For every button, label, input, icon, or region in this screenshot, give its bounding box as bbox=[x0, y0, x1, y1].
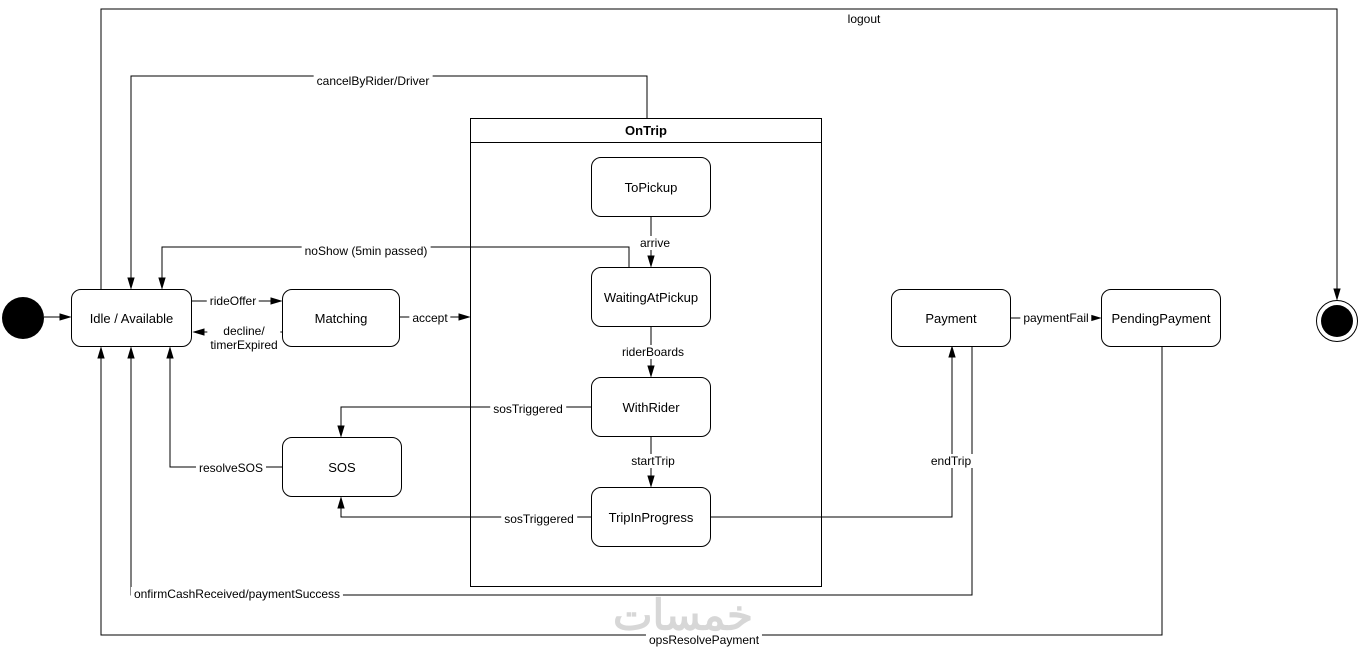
label-decline-line1: decline/ bbox=[223, 324, 265, 338]
state-payment: Payment bbox=[891, 289, 1011, 347]
state-matching: Matching bbox=[282, 289, 400, 347]
label-payment-fail: paymentFail bbox=[1020, 311, 1092, 325]
state-ontrip-title: OnTrip bbox=[471, 119, 821, 143]
label-end-trip: endTrip bbox=[927, 454, 975, 468]
label-no-show: noShow (5min passed) bbox=[301, 244, 431, 258]
edge-resolve-sos bbox=[166, 346, 282, 468]
label-confirm-cash-received: onfirmCashReceived/paymentSuccess bbox=[130, 587, 344, 601]
state-idle-available: Idle / Available bbox=[71, 289, 192, 347]
label-arrive: arrive bbox=[636, 236, 674, 250]
state-sos: SOS bbox=[282, 437, 402, 497]
label-cancel-by-rider: cancelByRider/Driver bbox=[313, 74, 433, 88]
state-pending-payment: PendingPayment bbox=[1101, 289, 1221, 347]
label-ops-resolve-payment: opsResolvePayment bbox=[645, 633, 763, 647]
label-ride-offer: rideOffer bbox=[206, 294, 260, 308]
label-sos-triggered-trip: sosTriggered bbox=[501, 512, 577, 526]
label-start-trip: startTrip bbox=[628, 454, 678, 468]
label-sos-triggered-with-rider: sosTriggered bbox=[490, 402, 566, 416]
label-rider-boards: riderBoards bbox=[618, 345, 688, 359]
final-state-inner bbox=[1321, 305, 1353, 337]
state-trip-in-progress: TripInProgress bbox=[591, 487, 711, 547]
initial-state bbox=[2, 297, 44, 339]
state-waiting-at-pickup: WaitingAtPickup bbox=[591, 267, 711, 327]
label-decline-timer-expired: decline/timerExpired bbox=[207, 324, 281, 352]
label-accept: accept bbox=[409, 311, 451, 325]
label-decline-line2: timerExpired bbox=[210, 338, 278, 352]
state-with-rider: WithRider bbox=[591, 377, 711, 437]
label-resolve-sos: resolveSOS bbox=[195, 461, 267, 475]
label-logout: logout bbox=[844, 12, 884, 26]
state-to-pickup: ToPickup bbox=[591, 157, 711, 217]
